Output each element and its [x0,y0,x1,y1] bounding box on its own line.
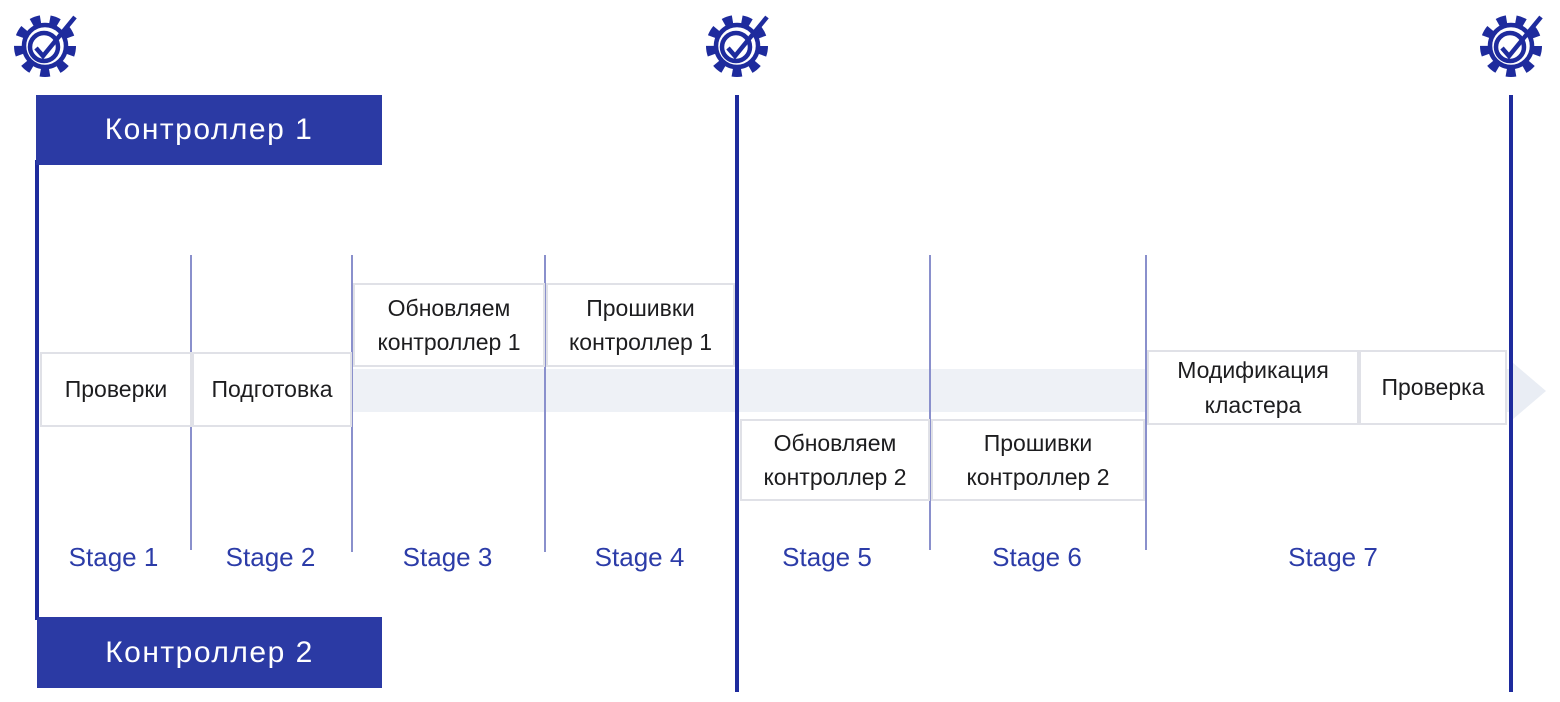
controller2-banner: Контроллер 2 [37,617,382,688]
gear-check-icon [1480,15,1543,77]
controller2-label: Контроллер 2 [105,635,314,669]
gear-check-icon [706,15,769,77]
task-update-controller1: Обновляем контроллер 1 [353,283,545,367]
task-firmware-controller2: Прошивки контроллер 2 [931,419,1145,501]
task-cluster-modification: Модификация кластера [1147,350,1359,425]
task-update-controller2: Обновляем контроллер 2 [740,419,930,501]
gear-check-icon [14,15,77,77]
task-firmware-controller1: Прошивки контроллер 1 [546,283,735,367]
controller1-banner: Контроллер 1 [36,95,382,165]
checkpoint-line-left [35,160,39,620]
task-final-check: Проверка [1359,350,1507,425]
task-preparation: Подготовка [192,352,352,427]
stage-label-7: Stage 7 [1288,541,1378,572]
stage-label-3: Stage 3 [402,541,493,572]
timeline-arrowhead [1512,362,1546,420]
checkpoint-line-right [1509,95,1513,692]
stage-divider-6-7 [1145,255,1147,550]
stage-divider-5-6 [929,255,931,550]
stage-label-4: Stage 4 [594,541,685,572]
stage-label-6: Stage 6 [992,541,1082,572]
task-checks: Проверки [40,352,192,427]
stage-divider-2-3 [351,255,353,552]
controller1-label: Контроллер 1 [104,113,314,146]
stage-divider-3-4 [544,255,546,552]
stage-label-1: Stage 1 [68,541,159,572]
stage-label-5: Stage 5 [782,541,872,572]
stage-label-2: Stage 2 [225,541,316,572]
checkpoint-line-middle [735,95,739,692]
